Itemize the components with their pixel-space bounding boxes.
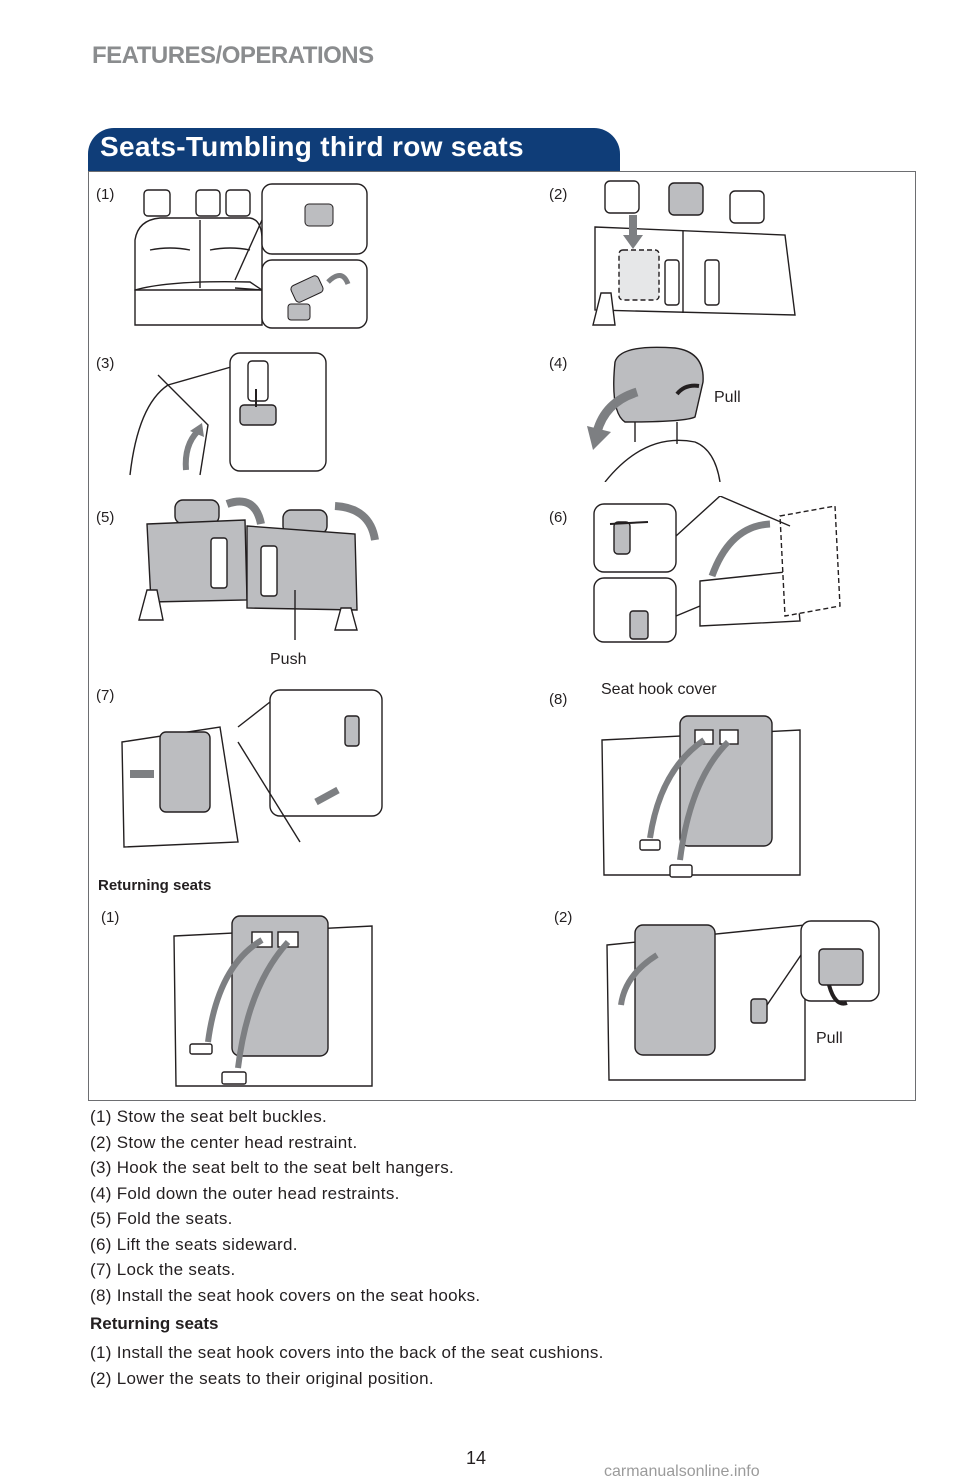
seat-hook-cover-callout: Seat hook cover xyxy=(601,681,717,698)
push-callout-5: Push xyxy=(270,651,307,668)
illustration-lift-seats xyxy=(593,496,841,643)
returning-step-1: (1) Install the seat hook covers into th… xyxy=(90,1343,604,1362)
illustration-fold-head-restraint xyxy=(587,346,721,482)
step-3: (3) Hook the seat belt to the seat belt … xyxy=(90,1158,455,1177)
returning-label-2: (2) xyxy=(554,909,573,926)
title-tab xyxy=(88,128,620,172)
step-5: (5) Fold the seats. xyxy=(90,1209,233,1228)
illustration-center-head-restraint xyxy=(592,180,796,326)
step-8: (8) Install the seat hook covers on the … xyxy=(90,1285,481,1305)
watermark: carmanualsonline.info xyxy=(604,1463,760,1480)
step-4: (4) Fold down the outer head restraints. xyxy=(90,1183,400,1203)
pull-callout-return: Pull xyxy=(816,1030,843,1047)
step-6: (6) Lift the seats sideward. xyxy=(90,1234,298,1254)
illustration-lower-seats xyxy=(606,920,880,1081)
figure-box xyxy=(88,171,916,1101)
illustration-seat-belt-hanger xyxy=(129,352,327,476)
returning-steps-list: (1) Install the seat hook covers into th… xyxy=(90,1340,604,1391)
panel-label-1: (1) xyxy=(96,186,115,203)
page-number: 14 xyxy=(466,1448,487,1468)
illustration-return-hook-covers xyxy=(173,915,373,1087)
returning-heading: Returning seats xyxy=(98,877,212,894)
returning-label-1: (1) xyxy=(101,909,120,926)
step-7: (7) Lock the seats. xyxy=(90,1260,236,1279)
panel-label-7: (7) xyxy=(96,687,115,704)
illustration-seat-hook-covers xyxy=(601,715,801,878)
illustration-fold-seats xyxy=(138,497,379,640)
step-2: (2) Stow the center head restraint. xyxy=(90,1132,358,1152)
illustration-stow-buckles xyxy=(134,183,368,329)
panel-label-4: (4) xyxy=(549,355,568,372)
illustration-lock-seats xyxy=(121,689,383,848)
returning-title: Returning seats xyxy=(90,1314,219,1333)
panel-label-5: (5) xyxy=(96,509,115,526)
pull-callout-4: Pull xyxy=(714,389,741,406)
panel-label-3: (3) xyxy=(96,355,115,372)
returning-step-2: (2) Lower the seats to their original po… xyxy=(90,1368,434,1388)
panel-label-6: (6) xyxy=(549,509,568,526)
panel-label-2: (2) xyxy=(549,186,568,203)
steps-list: (1) Stow the seat belt buckles. (2) Stow… xyxy=(90,1104,480,1308)
panel-label-8: (8) xyxy=(549,691,568,708)
section-header: FEATURES/OPERATIONS xyxy=(92,42,374,69)
step-1: (1) Stow the seat belt buckles. xyxy=(90,1107,328,1126)
page-title: Seats-Tumbling third row seats xyxy=(100,131,524,162)
